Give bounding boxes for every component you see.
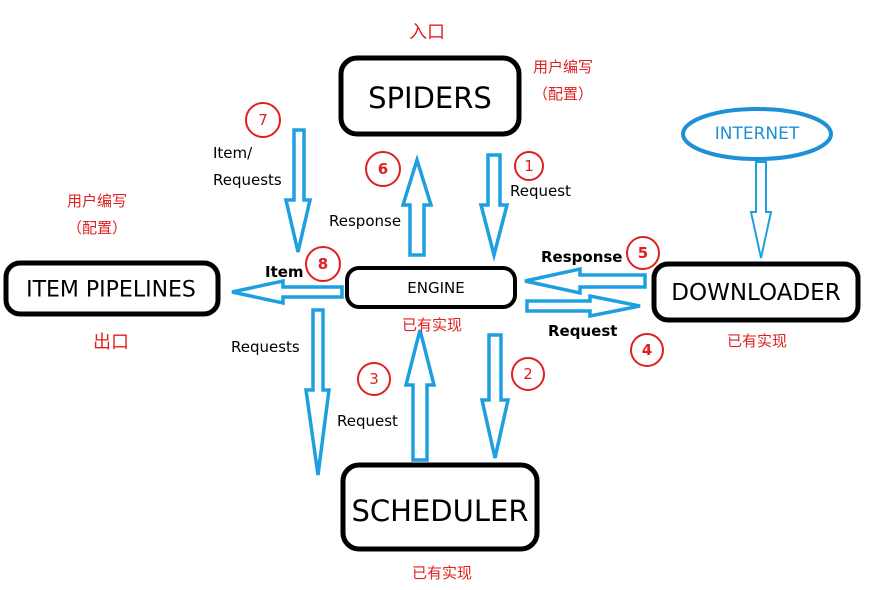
downloader-node: DOWNLOADER [651, 261, 861, 323]
note-pipelines-config: （配置） [67, 219, 127, 237]
engine-node: ENGINE [345, 266, 517, 309]
scheduler-label: SCHEDULER [352, 494, 529, 528]
item-pipelines-label: ITEM PIPELINES [26, 278, 196, 303]
note-exit: 出口 [93, 332, 129, 353]
step-marker-6: 6 [365, 151, 401, 187]
step-marker-3: 3 [357, 362, 391, 396]
step-marker-7: 7 [245, 102, 281, 138]
arrow-spiders-to-engine [478, 153, 510, 262]
label-step7-requests: Requests [213, 171, 282, 189]
arrow-engine-to-spiders [400, 154, 434, 257]
scheduler-node: SCHEDULER [340, 462, 540, 552]
label-step5-response: Response [541, 248, 622, 266]
svg-text:1: 1 [524, 157, 534, 175]
label-step7-item: Item/ [213, 144, 253, 162]
step-marker-2: 2 [511, 357, 545, 391]
arrow-engine-to-scheduler [479, 333, 511, 459]
spiders-label: SPIDERS [368, 81, 492, 115]
item-pipelines-node: ITEM PIPELINES [3, 260, 221, 317]
note-spiders-config: （配置） [533, 85, 593, 103]
note-engine-implemented: 已有实现 [402, 316, 462, 334]
svg-text:7: 7 [258, 111, 268, 129]
note-spiders-user-write: 用户编写 [533, 58, 593, 76]
label-step1-request: Request [510, 182, 571, 200]
svg-text:8: 8 [318, 255, 328, 273]
label-pipeline-requests: Requests [231, 338, 300, 356]
downloader-label: DOWNLOADER [671, 280, 840, 306]
note-scheduler-implemented: 已有实现 [412, 564, 472, 582]
arrow-downloader-to-engine [524, 266, 647, 296]
step-marker-4: 4 [630, 333, 664, 367]
note-pipelines-user-write: 用户编写 [67, 192, 127, 210]
internet-node: INTERNET [681, 107, 833, 161]
label-step4-request: Request [548, 322, 617, 340]
spiders-node: SPIDERS [338, 55, 522, 137]
arrow-internet-to-downloader [749, 161, 773, 259]
label-step3-request: Request [337, 412, 398, 430]
svg-text:6: 6 [378, 160, 388, 178]
engine-label: ENGINE [407, 279, 464, 297]
step-marker-1: 1 [514, 151, 544, 181]
arrow-requests-down [303, 308, 331, 476]
arrow-scheduler-to-engine [403, 329, 437, 462]
arrow-engine-to-pipelines [231, 278, 344, 306]
arrow-item-requests-down [283, 128, 313, 253]
note-entry: 入口 [409, 22, 445, 43]
step-marker-8: 8 [305, 246, 341, 282]
arrow-engine-to-downloader [525, 293, 641, 319]
svg-text:4: 4 [642, 341, 652, 359]
step-marker-5: 5 [626, 236, 660, 270]
svg-text:3: 3 [369, 370, 379, 388]
label-step8-item: Item [265, 263, 304, 281]
internet-label: INTERNET [715, 124, 800, 144]
note-downloader-implemented: 已有实现 [727, 332, 787, 350]
label-step6-response: Response [329, 212, 401, 230]
svg-text:5: 5 [638, 244, 648, 262]
svg-text:2: 2 [523, 365, 533, 383]
